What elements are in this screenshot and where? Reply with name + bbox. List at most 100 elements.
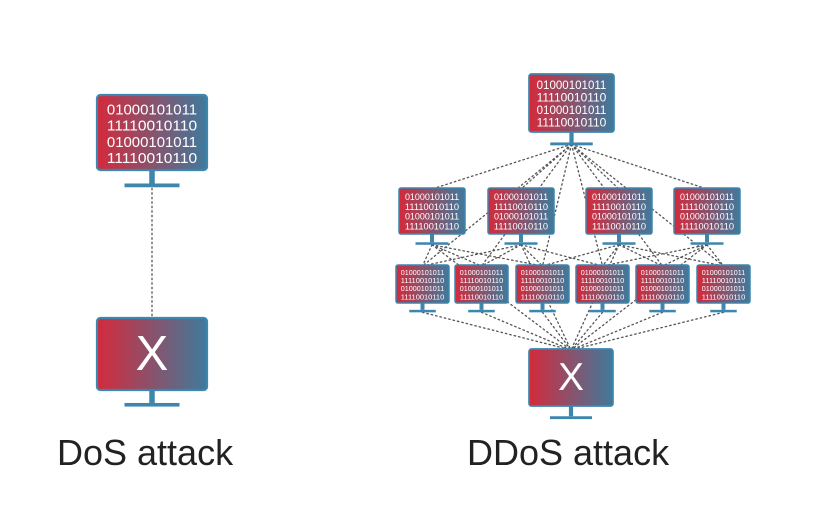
binary-line: 11110010110 xyxy=(521,276,564,285)
monitor-screen xyxy=(454,264,509,304)
ddos-mesh-link xyxy=(520,244,604,267)
monitor-stand xyxy=(479,303,484,310)
binary-line: 11110010110 xyxy=(592,202,646,212)
monitor-stand xyxy=(519,234,523,243)
ddos-mesh-link xyxy=(618,244,725,267)
monitor-screen xyxy=(398,187,466,235)
binary-line: 01000101011 xyxy=(521,268,564,277)
binary-line: 01000101011 xyxy=(592,192,646,202)
monitor-base xyxy=(124,183,180,188)
ddos-bot-monitor: 0100010101111110010110010001010111111001… xyxy=(395,264,450,313)
target-x-mark: X xyxy=(558,356,584,399)
binary-line: 11110010110 xyxy=(494,202,548,212)
target-screen xyxy=(528,348,614,407)
binary-line: 01000101011 xyxy=(460,268,503,277)
monitor-screen xyxy=(487,187,555,235)
monitor-base xyxy=(589,309,616,313)
target-x-mark: X xyxy=(136,327,169,381)
binary-line: 01000101011 xyxy=(405,212,459,222)
binary-line: 01000101011 xyxy=(680,192,734,202)
ddos-bot-monitor: 0100010101111110010110010001010111111001… xyxy=(635,264,690,313)
binary-line: 11110010110 xyxy=(641,292,684,301)
binary-line: 11110010110 xyxy=(107,118,197,135)
ddos-handler-link xyxy=(570,244,620,351)
binary-line: 11110010110 xyxy=(107,150,197,167)
binary-line: 01000101011 xyxy=(494,192,548,202)
binary-line: 01000101011 xyxy=(581,268,624,277)
monitor-screen xyxy=(696,264,751,304)
monitor-screen xyxy=(528,73,615,133)
binary-line: 11110010110 xyxy=(680,202,734,212)
ddos-mesh-link xyxy=(601,244,708,267)
ddos-controller-link xyxy=(570,143,620,190)
ddos-controller-monitor: 0100010101111110010110010001010111111001… xyxy=(528,73,615,146)
ddos-handler-monitor: 0100010101111110010110010001010111111001… xyxy=(487,187,555,245)
ddos-mesh-link xyxy=(706,244,725,267)
ddos-bot-monitor: 0100010101111110010110010001010111111001… xyxy=(575,264,630,313)
binary-line: 11110010110 xyxy=(680,222,734,232)
ddos-bot-link xyxy=(570,311,725,351)
monitor-base xyxy=(602,242,636,245)
monitor-base xyxy=(409,309,436,313)
ddos-bot-link xyxy=(480,311,572,351)
ddos-mesh-link xyxy=(431,244,483,267)
binary-line: 01000101011 xyxy=(401,268,444,277)
monitor-stand xyxy=(149,170,155,184)
ddos-target-monitor: X xyxy=(528,348,614,420)
monitor-screen xyxy=(635,264,690,304)
ddos-mesh-link xyxy=(480,244,522,267)
binary-line: 01000101011 xyxy=(107,102,197,119)
ddos-bot-link xyxy=(570,311,664,351)
monitor-screen xyxy=(575,264,630,304)
binary-line: 01000101011 xyxy=(521,284,564,293)
binary-line: 01000101011 xyxy=(494,212,548,222)
binary-line: 01000101011 xyxy=(592,212,646,222)
dos-target-monitor: X xyxy=(95,316,209,407)
ddos-mesh-link xyxy=(421,244,433,267)
binary-line: 01000101011 xyxy=(702,284,745,293)
ddos-controller-link xyxy=(541,143,573,267)
binary-line: 01000101011 xyxy=(537,79,607,92)
monitor-stand xyxy=(721,303,726,310)
ddos-bot-monitor: 0100010101111110010110010001010111111001… xyxy=(454,264,509,313)
binary-line: 11110010110 xyxy=(494,222,548,232)
binary-line: 01000101011 xyxy=(581,284,624,293)
monitor-base xyxy=(550,142,593,146)
binary-line: 01000101011 xyxy=(107,134,197,151)
binary-line: 11110010110 xyxy=(592,222,646,232)
ddos-bot-link xyxy=(421,311,572,351)
ddos-caption: DDoS attack xyxy=(467,432,670,473)
ddos-handler-monitor: 0100010101111110010110010001010111111001… xyxy=(585,187,653,245)
binary-line: 11110010110 xyxy=(405,202,459,212)
binary-line: 01000101011 xyxy=(702,268,745,277)
binary-line: 01000101011 xyxy=(405,192,459,202)
monitor-base xyxy=(124,402,180,407)
ddos-bot-monitor: 0100010101111110010110010001010111111001… xyxy=(696,264,751,313)
ddos-mesh-link xyxy=(618,244,664,267)
monitor-stand xyxy=(600,303,605,310)
monitor-stand xyxy=(430,234,434,243)
monitor-base xyxy=(690,242,724,245)
binary-line: 01000101011 xyxy=(401,284,444,293)
monitor-base xyxy=(529,309,556,313)
monitor-base xyxy=(415,242,449,245)
ddos-handler-monitor: 0100010101111110010110010001010111111001… xyxy=(398,187,466,245)
monitor-stand xyxy=(568,406,574,417)
monitor-screen xyxy=(515,264,570,304)
binary-line: 11110010110 xyxy=(641,276,684,285)
ddos-bot-link xyxy=(570,311,604,351)
ddos-mesh-link xyxy=(541,244,620,267)
monitor-screen xyxy=(585,187,653,235)
dos-attacker-monitor: 0100010101111110010110010001010111111001… xyxy=(95,93,209,188)
binary-line: 11110010110 xyxy=(702,292,745,301)
binary-line: 11110010110 xyxy=(460,292,503,301)
ddos-controller-link xyxy=(431,143,573,190)
monitors-layer: 0100010101111110010110010001010111111001… xyxy=(95,73,751,420)
ddos-mesh-link xyxy=(661,244,708,267)
binary-line: 11110010110 xyxy=(405,222,459,232)
ddos-mesh-link xyxy=(421,244,522,267)
binary-line: 01000101011 xyxy=(680,212,734,222)
binary-line: 01000101011 xyxy=(537,104,607,117)
